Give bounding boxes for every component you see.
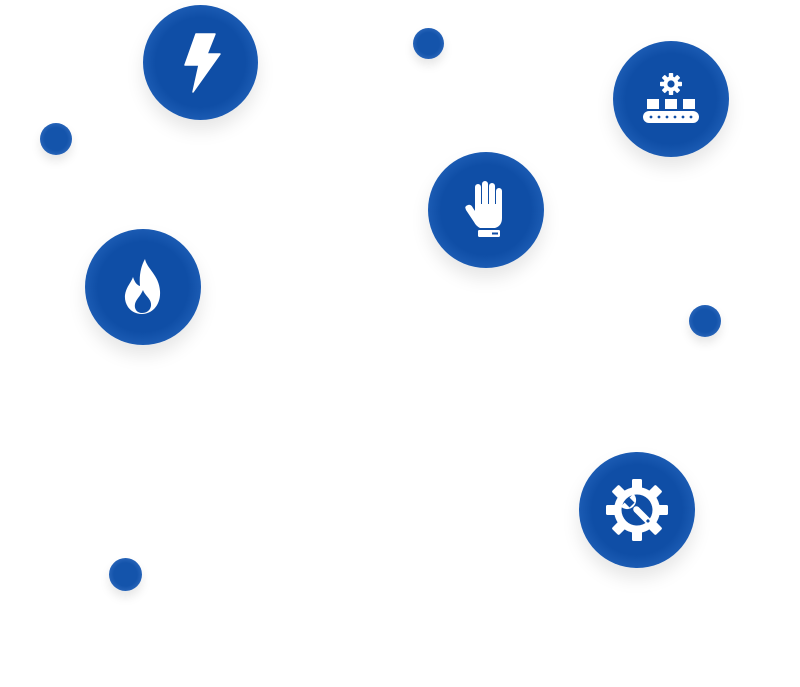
lightning-bubble: [143, 5, 258, 120]
decorative-dot: [413, 28, 444, 59]
conveyor-bubble: [613, 41, 729, 157]
gear-wrench-bubble: [579, 452, 695, 568]
flame-bubble: [85, 229, 201, 345]
gear-wrench-icon: [606, 479, 668, 541]
flame-icon: [124, 259, 161, 314]
glove-icon: [465, 181, 502, 237]
decorative-dot: [689, 305, 721, 337]
conveyor-gear-icon: [643, 73, 699, 123]
decorative-dot: [40, 123, 72, 155]
glove-bubble: [428, 152, 544, 268]
decorative-dot: [109, 558, 142, 591]
lightning-bolt-icon: [183, 32, 221, 93]
